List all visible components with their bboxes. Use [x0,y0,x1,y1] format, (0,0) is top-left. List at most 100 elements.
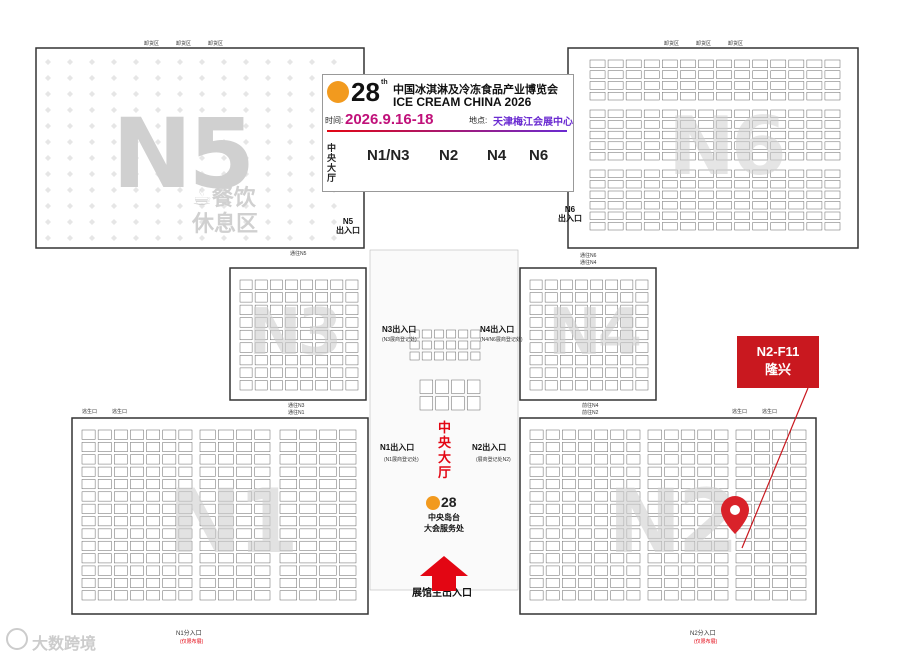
booth [626,565,641,576]
booth [146,578,160,588]
booth [409,351,420,361]
booth [339,479,357,490]
booth [626,503,641,514]
booth [716,92,732,101]
booth [345,355,359,366]
entrance-n2-side[interactable]: N2分入口 [690,631,716,637]
booth [680,565,696,576]
booth [664,516,679,527]
floor-pattern [177,155,183,161]
booth [625,92,642,101]
booth [315,380,328,391]
edition-number: 28 [351,77,380,107]
booth [544,279,558,290]
booth [625,81,642,90]
entrance-n6[interactable]: N6 出入口 [558,205,582,223]
booth [97,503,112,514]
expo-title-en: ICE CREAM CHINA 2026 [393,95,532,109]
booth [662,70,678,79]
booth [130,578,144,588]
booth [319,466,337,477]
floor-pattern [199,235,205,241]
venue-label: 地点: [469,116,488,125]
booth [714,491,729,502]
entrance-n2[interactable]: N2出入口 [472,443,507,452]
booth [544,317,558,328]
booth [178,442,193,452]
booth [81,578,96,588]
booth [458,329,469,339]
booth [285,317,298,328]
booth [735,454,752,465]
booth [594,528,608,539]
booth [680,503,696,514]
booth [697,528,712,539]
brand-name: 大数跨境 [32,636,97,653]
booth [270,367,283,378]
booth [610,429,625,440]
floor-pattern [265,59,271,65]
booth [130,503,144,514]
booth [529,528,544,539]
booth [680,201,696,210]
booth [589,211,606,220]
booth [279,516,297,527]
booth [545,516,560,527]
booth [716,59,732,68]
entrance-n4[interactable]: N4出入口 [480,325,515,334]
floor-pattern [67,107,73,113]
entrance-n1[interactable]: N1出入口 [380,443,415,452]
entrance-n1-side[interactable]: N1分入口 [176,631,202,637]
booth [279,565,297,576]
floor-pattern [155,59,161,65]
floor-pattern [89,219,95,225]
booth [716,222,732,231]
booth [236,578,252,588]
booth [824,81,841,90]
floor-pattern [177,123,183,129]
booth [451,396,465,411]
expo-banner: 28 th 中国冰淇淋及冷冻食品产业博览会 ICE CREAM CHINA 20… [322,74,574,192]
booth [345,292,359,303]
unload-area-3: 卸货区 [208,41,224,47]
booth [178,590,193,601]
booth [562,479,576,490]
booth [330,304,344,315]
booth [752,130,768,140]
booth [752,190,768,199]
floor-pattern [67,123,73,129]
booth [788,152,805,161]
booth [607,180,624,189]
booth [625,180,642,189]
booth [697,479,712,490]
booth [620,292,634,303]
booth [560,317,573,328]
booth [735,553,752,564]
booth [647,528,662,539]
entrance-n3[interactable]: N3出入口 [382,325,417,334]
booth [698,130,714,140]
booth [680,442,696,452]
booth [772,553,788,564]
booth [339,565,357,576]
booth [680,130,696,140]
booth [578,429,592,440]
booth [529,355,543,366]
booth [279,466,297,477]
booth [698,169,714,178]
floor-pattern [199,107,205,113]
entrance-n5[interactable]: N5 出入口 [336,217,360,235]
booth [664,590,679,601]
booth [607,190,624,199]
booth [626,540,641,551]
booth [607,59,624,68]
booth [218,442,234,452]
booth [824,120,841,129]
booth [178,491,193,502]
booth [610,491,625,502]
main-entrance[interactable]: 展馆主出入口 [412,588,472,599]
booth [218,429,234,440]
booth [339,590,357,601]
booth [578,540,592,551]
booth [236,454,252,465]
